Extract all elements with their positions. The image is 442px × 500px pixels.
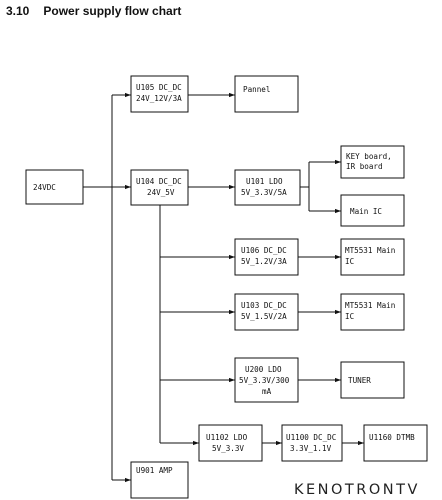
svg-text:U106 DC_DC: U106 DC_DC [241,246,287,255]
svg-text:U104 DC_DC: U104 DC_DC [136,177,182,186]
section-heading: 3.10 Power supply flow chart [6,4,181,18]
svg-text:24V_5V: 24V_5V [147,188,175,197]
svg-text:Main IC: Main IC [350,207,382,216]
svg-text:U101 LDO: U101 LDO [246,177,283,186]
svg-text:U1160 DTMB: U1160 DTMB [369,433,415,442]
svg-text:KEY board,: KEY board, [346,152,392,161]
block-main-ic: Main IC [340,194,405,227]
block-pannel: Pannel [234,75,299,113]
svg-text:TUNER: TUNER [348,376,371,385]
block-u101: U101 LDO 5V_3.3V/5A [234,169,301,206]
svg-text:U1102 LDO: U1102 LDO [206,433,248,442]
block-key-ir-board: KEY board, IR board [340,145,405,179]
block-u1100: U1100 DC_DC 3.3V_1.1V [281,424,343,462]
svg-text:5V_3.3V/5A: 5V_3.3V/5A [241,188,287,197]
block-input-24vdc: 24VDC [25,169,84,205]
block-u200: U200 LDO 5V_3.3V/300 mA [234,357,299,403]
svg-text:U105 DC_DC: U105 DC_DC [136,83,182,92]
block-mt5531-main-ic-1: MT5531 Main IC [340,238,405,276]
section-title: Power supply flow chart [43,4,182,18]
svg-text:24V_12V/3A: 24V_12V/3A [136,94,182,103]
svg-text:MT5531 Main: MT5531 Main [345,301,395,310]
svg-text:U103 DC_DC: U103 DC_DC [241,301,287,310]
section-number: 3.10 [6,4,30,18]
svg-text:IC: IC [345,257,354,266]
svg-text:24VDC: 24VDC [33,183,56,192]
svg-text:3.3V_1.1V: 3.3V_1.1V [290,444,332,453]
svg-text:U901 AMP: U901 AMP [136,466,173,475]
block-tuner: TUNER [340,361,405,399]
svg-text:U1100 DC_DC: U1100 DC_DC [286,433,336,442]
svg-text:Pannel: Pannel [243,85,270,94]
svg-text:5V_3.3V/300: 5V_3.3V/300 [239,376,290,385]
watermark-text: KENOTRONTV [294,482,420,498]
block-u105: U105 DC_DC 24V_12V/3A [130,75,189,113]
block-u1102: U1102 LDO 5V_3.3V [198,424,263,462]
svg-text:5V_3.3V: 5V_3.3V [212,444,244,453]
svg-text:5V_1.5V/2A: 5V_1.5V/2A [241,312,287,321]
svg-text:5V_1.2V/3A: 5V_1.2V/3A [241,257,287,266]
svg-text:U200 LDO: U200 LDO [245,365,282,374]
svg-text:MT5531 Main: MT5531 Main [345,246,395,255]
block-u103: U103 DC_DC 5V_1.5V/2A [234,293,299,331]
svg-text:IR board: IR board [346,162,383,171]
svg-text:mA: mA [262,387,272,396]
block-u104: U104 DC_DC 24V_5V [130,169,189,206]
svg-text:IC: IC [345,312,354,321]
block-mt5531-main-ic-2: MT5531 Main IC [340,293,405,331]
connectors [83,92,364,483]
block-u106: U106 DC_DC 5V_1.2V/3A [234,238,299,276]
block-u901: U901 AMP [130,461,189,499]
block-u1160: U1160 DTMB [363,424,428,462]
